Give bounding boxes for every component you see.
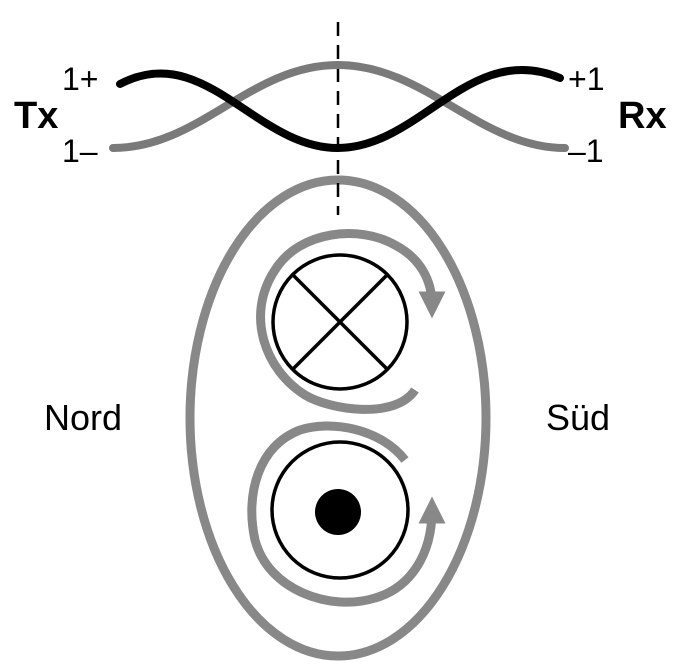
tx-plus-label: 1+ [62, 61, 98, 97]
tx-minus-label: 1– [62, 133, 98, 169]
rx-label: Rx [618, 95, 667, 137]
rx-plus-label: +1 [568, 61, 604, 97]
current-out-of-page-dot-icon [270, 440, 410, 580]
positive-wire-curve [116, 65, 564, 153]
lower-field-loop [247, 421, 446, 607]
current-into-page-cross-icon [271, 253, 409, 391]
tx-label: Tx [14, 95, 58, 137]
negative-wire-curve [109, 60, 569, 152]
south-label: Süd [546, 397, 610, 438]
upper-field-loop [256, 229, 446, 414]
north-label: Nord [44, 397, 122, 438]
rx-minus-label: –1 [568, 133, 604, 169]
outer-field-line [185, 175, 491, 661]
